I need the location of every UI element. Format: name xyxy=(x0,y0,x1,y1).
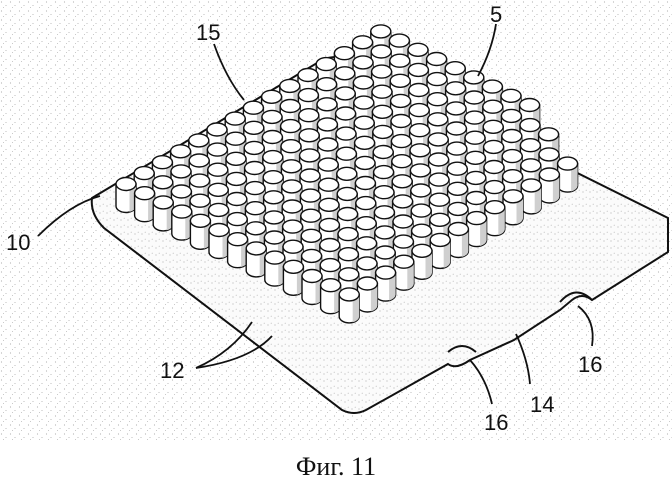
cylindrical-cell xyxy=(172,205,192,240)
cylindrical-cell xyxy=(357,277,377,312)
cylindrical-cell xyxy=(283,260,303,295)
cylindrical-cell xyxy=(339,288,359,323)
cylindrical-cell xyxy=(521,179,541,214)
cylindrical-cell xyxy=(448,223,468,258)
cylindrical-cell xyxy=(412,244,432,279)
ref-numeral-16-right: 16 xyxy=(578,352,602,377)
ref-numeral-14: 14 xyxy=(530,392,554,417)
figure-caption: Фиг. 11 xyxy=(0,452,672,482)
cylindrical-cell xyxy=(228,233,248,268)
cylindrical-cell xyxy=(485,201,505,236)
ref-numeral-16-left: 16 xyxy=(484,410,508,435)
cylindrical-cell xyxy=(430,233,450,268)
cylindrical-cell xyxy=(558,157,578,192)
cylindrical-cell xyxy=(153,196,173,231)
patent-drawing: 5 15 10 12 14 16 16 xyxy=(0,0,672,440)
cylindrical-cell xyxy=(539,168,559,203)
cylindrical-cell xyxy=(321,279,341,314)
cylindrical-cell xyxy=(503,190,523,225)
cylindrical-cell xyxy=(467,212,487,247)
cylindrical-cell xyxy=(394,255,414,290)
ref-numeral-5: 5 xyxy=(490,2,502,27)
cylindrical-cell xyxy=(376,266,396,301)
cylindrical-cell xyxy=(246,242,266,277)
ref-numeral-10: 10 xyxy=(6,230,30,255)
cylindrical-cell xyxy=(265,251,285,286)
cylindrical-cell xyxy=(302,270,322,305)
cylindrical-cell xyxy=(209,224,229,259)
cylindrical-cell xyxy=(190,214,210,249)
cylindrical-cell xyxy=(135,187,155,222)
ref-numeral-15: 15 xyxy=(196,20,220,45)
cylindrical-cell xyxy=(116,178,136,213)
ref-numeral-12: 12 xyxy=(160,358,184,383)
